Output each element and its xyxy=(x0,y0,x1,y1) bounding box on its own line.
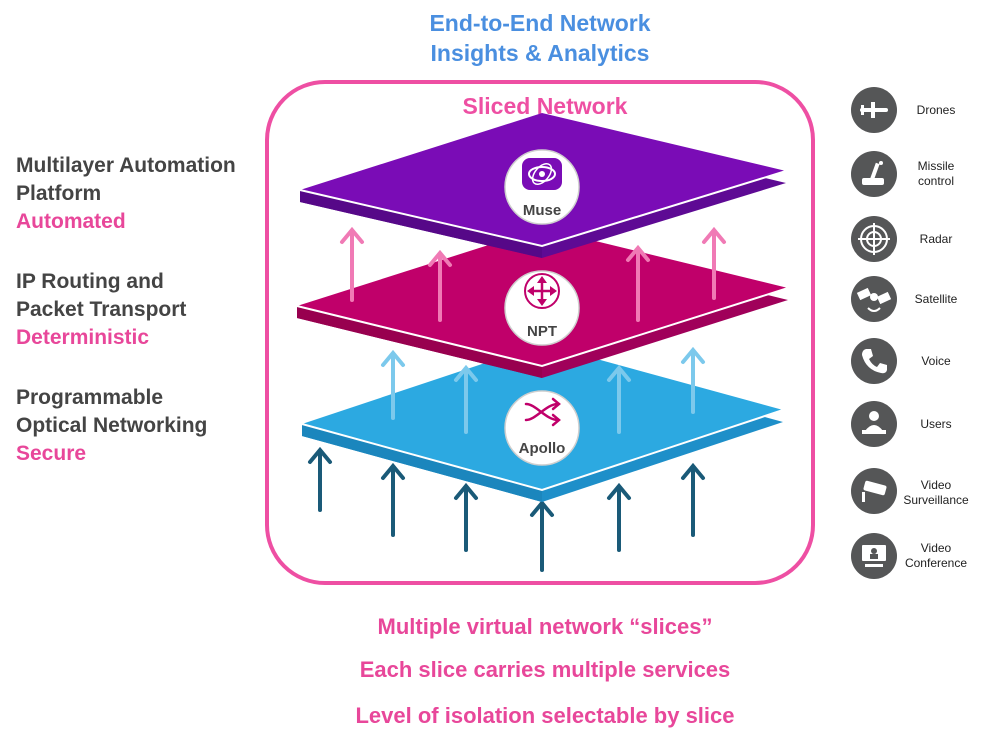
radar-icon xyxy=(851,216,897,262)
camera-icon xyxy=(851,468,897,514)
layer-name: Programmable xyxy=(16,386,164,409)
ingress-arrow xyxy=(681,462,705,537)
layer-property: Deterministic xyxy=(16,326,150,349)
title-line-2: Insights & Analytics xyxy=(430,40,650,66)
npt-label: NPT xyxy=(527,323,557,340)
layer-name: Multilayer Automation xyxy=(16,154,236,177)
ingress-arrow xyxy=(530,499,554,572)
ingress-arrow xyxy=(454,482,478,552)
slice-arrow xyxy=(681,346,705,414)
ingress-arrow xyxy=(607,482,631,552)
layer-name: Optical Networking xyxy=(16,414,208,437)
slice-arrow xyxy=(340,226,364,302)
service-label: Voice xyxy=(921,354,951,368)
service-label: Users xyxy=(920,417,952,431)
drone-icon xyxy=(851,87,897,133)
npt-badge: NPT xyxy=(504,270,580,346)
ingress-arrow xyxy=(381,462,405,537)
muse-badge: Muse xyxy=(504,149,580,225)
layer-property: Automated xyxy=(16,210,126,233)
sliced-network-frame xyxy=(265,80,815,585)
users-icon xyxy=(851,401,897,447)
diagram-title: End-to-End Network Insights & Analytics xyxy=(340,8,740,68)
ingress-arrows xyxy=(308,446,705,572)
layer-description-ip: IP Routing and Packet Transport Determin… xyxy=(16,268,276,352)
phone-icon xyxy=(851,338,897,384)
apollo-label: Apollo xyxy=(519,440,566,457)
satellite-icon xyxy=(851,276,897,322)
npt-to-muse-arrows xyxy=(340,226,726,322)
layer-name: Platform xyxy=(16,182,102,205)
layer-name: Packet Transport xyxy=(16,298,187,321)
apollo-to-npt-arrows xyxy=(381,346,705,434)
layer-description-automation: Multilayer Automation Platform Automated xyxy=(16,152,276,236)
footer-line-2: Each slice carries multiple services xyxy=(359,657,731,682)
layer-property: Secure xyxy=(16,442,87,465)
apollo-badge: Apollo xyxy=(504,390,580,466)
slice-arrow xyxy=(454,364,478,434)
service-label: Drones xyxy=(916,103,956,117)
service-label: Satellite xyxy=(914,292,958,306)
footer-line-3: Level of isolation selectable by slice xyxy=(355,703,735,728)
slice-arrow xyxy=(702,226,726,300)
muse-label: Muse xyxy=(523,202,561,219)
slice-arrow xyxy=(428,249,452,322)
title-line-1: End-to-End Network xyxy=(429,10,651,36)
crossover-icon xyxy=(524,397,561,427)
slice-arrow xyxy=(607,364,631,434)
layer-description-optical: Programmable Optical Networking Secure xyxy=(16,384,276,468)
service-label: Video Surveillance xyxy=(903,478,969,507)
service-label: Video Conference xyxy=(904,541,968,570)
service-label: Missile control xyxy=(917,159,955,188)
footer-line-1: Multiple virtual network “slices” xyxy=(377,614,713,639)
service-label: Radar xyxy=(919,232,953,246)
slice-arrow xyxy=(626,244,650,322)
slice-arrow xyxy=(381,349,405,420)
missile-icon xyxy=(851,151,897,197)
ingress-arrow xyxy=(308,446,332,512)
conference-icon xyxy=(851,533,897,579)
layer-name: IP Routing and xyxy=(16,270,164,293)
